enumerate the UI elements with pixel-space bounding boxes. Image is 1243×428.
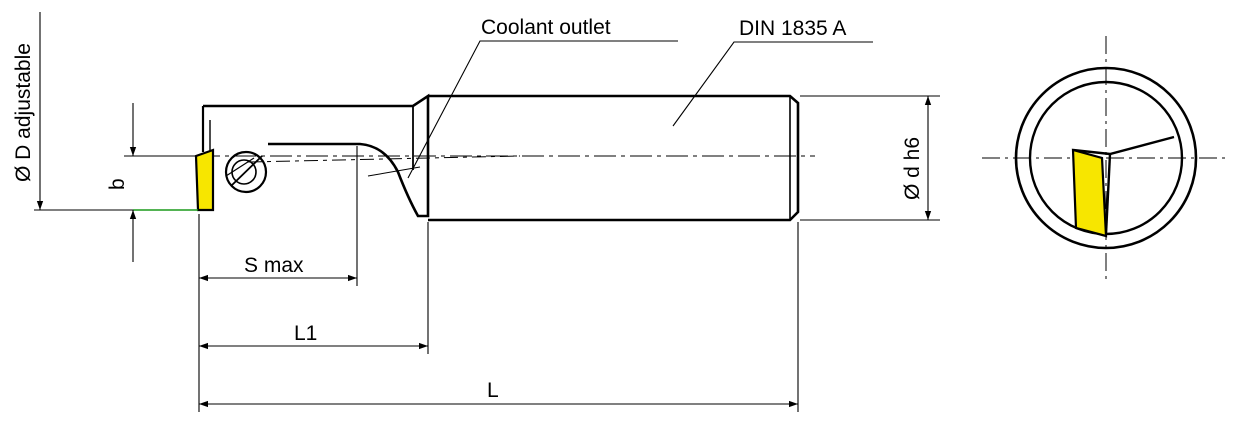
leader-din (672, 41, 873, 127)
end-view-head-profile-lower (1104, 153, 1112, 235)
side-view (133, 93, 815, 222)
dimensions (34, 12, 940, 412)
shank (428, 94, 800, 222)
end-view-head-profile (1072, 135, 1175, 156)
clamp-screw-slot (230, 155, 263, 187)
label-l: L (487, 379, 499, 402)
labels: Coolant outlet DIN 1835 A Ø D adjustable… (12, 16, 924, 402)
cutting-insert (194, 148, 215, 212)
end-view-outer-circle (1014, 66, 1198, 250)
label-din: DIN 1835 A (739, 17, 846, 40)
end-view (982, 36, 1230, 282)
coolant-channel (247, 155, 521, 163)
end-view-insert (1071, 148, 1108, 238)
label-coolant-outlet: Coolant outlet (481, 16, 611, 39)
label-b: b (106, 178, 129, 190)
coolant-outlet-mark (367, 166, 421, 177)
label-s-max: S max (244, 254, 304, 277)
label-l1: L1 (294, 322, 317, 345)
head-body (203, 93, 430, 218)
label-diameter-d-h6: Ø d h6 (901, 137, 924, 200)
clamp-screw-slot-2 (225, 157, 255, 177)
clamp-screw-outer (224, 150, 268, 194)
label-diameter-d-adjustable: Ø D adjustable (12, 43, 35, 182)
leader-coolant-outlet (407, 40, 678, 179)
